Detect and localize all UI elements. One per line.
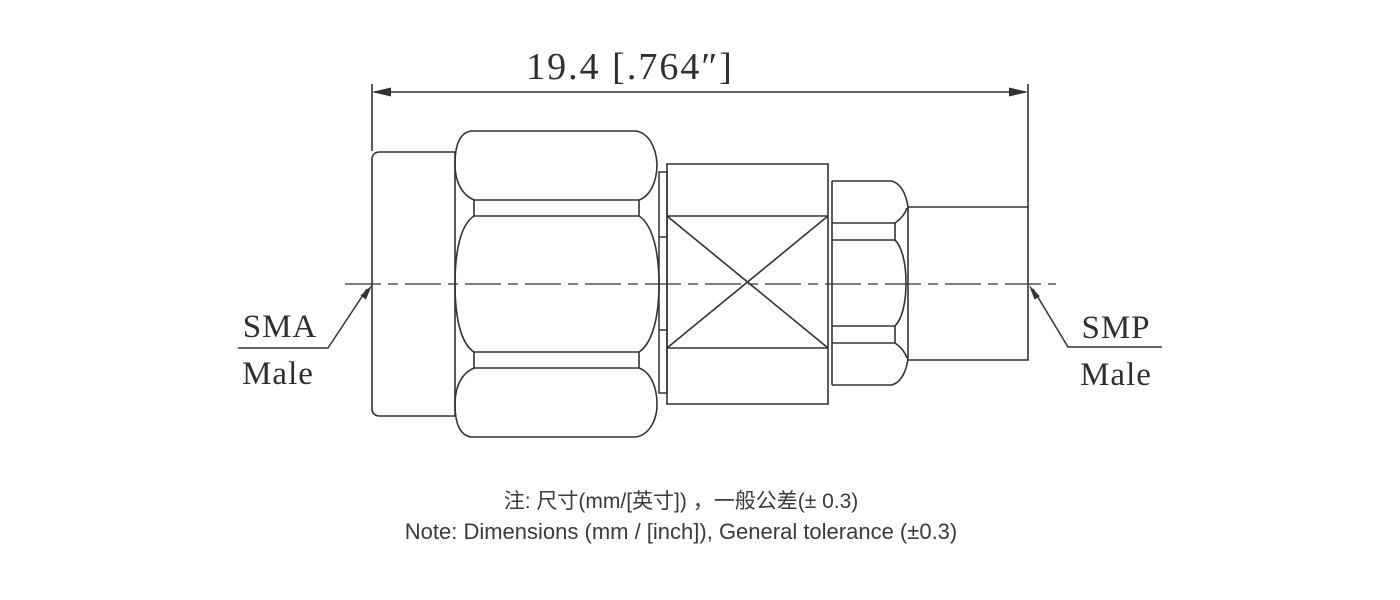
- spacer-ring: [658, 171, 668, 394]
- dimension-label: 19.4 [.764″]: [526, 46, 734, 88]
- spacer-edges: [659, 236, 667, 331]
- leader-line-right: [1032, 288, 1162, 348]
- nut-facet-edge-lower: [473, 351, 640, 369]
- nut-corner-arc: [635, 367, 658, 438]
- notes-block: 注: 尺寸(mm/[英寸]) ，一般公差(± 0.3) Note: Dimens…: [0, 487, 1381, 547]
- note-line-zh: 注: 尺寸(mm/[英寸]) ，一般公差(± 0.3): [503, 490, 859, 513]
- dimension-arrow-right: [1009, 87, 1028, 97]
- nut-barrel-arc-left: [454, 215, 475, 353]
- sma-body: [371, 151, 456, 417]
- knurl-cross-pattern: [666, 215, 829, 349]
- spacer-outline: [658, 171, 668, 394]
- hex-corner-arc: [894, 342, 908, 359]
- knurl-outline: [666, 163, 829, 405]
- knurl-inner-edges: [667, 215, 828, 349]
- hex-corner-arc: [891, 358, 909, 386]
- leader-left: [238, 285, 372, 349]
- sma-hex-nut: [454, 130, 660, 438]
- hex-facet-edge-lower: [832, 325, 896, 344]
- sma-type-label: SMA: [243, 309, 318, 345]
- nut-corner-arc: [454, 367, 475, 438]
- leader-right: [1029, 285, 1162, 348]
- hex-corner-arc: [894, 207, 908, 224]
- smp-type-label: SMP: [1081, 310, 1150, 346]
- dimension-group: [371, 84, 1029, 207]
- hex-facet-edge-upper: [832, 222, 896, 241]
- dimension-arrow-left: [372, 87, 391, 97]
- note-line-en: Note: Dimensions (mm / [inch]), General …: [404, 519, 958, 544]
- leader-line-left: [238, 288, 368, 349]
- smp-gender-label: Male: [1080, 357, 1152, 393]
- nut-corner-arc: [635, 130, 658, 201]
- smp-hex-nut: [831, 180, 909, 386]
- knurled-body: [666, 163, 829, 405]
- nut-corner-arc: [454, 130, 475, 201]
- leader-arrow-right: [1029, 285, 1040, 300]
- leader-arrow-left: [360, 285, 372, 300]
- hex-corner-arc: [891, 180, 909, 208]
- hex-barrel-arc: [894, 239, 907, 327]
- sma-gender-label: Male: [242, 356, 314, 392]
- nut-facet-edge-upper: [473, 199, 640, 217]
- smp-barrel: [907, 206, 1029, 361]
